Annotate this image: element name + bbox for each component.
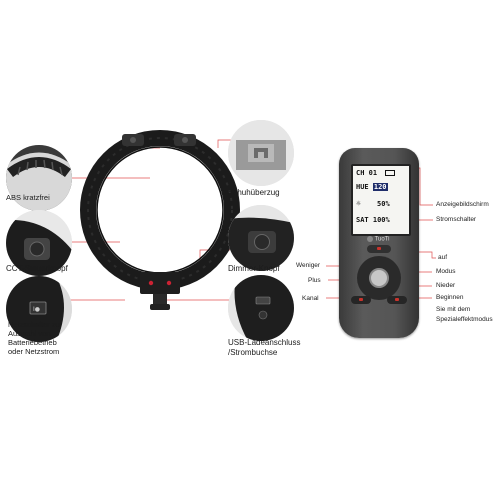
shoe-mount-thumbnail bbox=[228, 120, 294, 186]
label-netz-2: Auswahl von bbox=[8, 329, 51, 338]
svg-text:I●: I● bbox=[33, 306, 40, 313]
brand-logo: TuoTi bbox=[367, 236, 389, 243]
label-kanal: Kanal bbox=[302, 295, 319, 302]
label-abs: ABS kratzfrei bbox=[6, 193, 50, 202]
usb-port-thumbnail bbox=[228, 275, 294, 341]
label-effekt-2: Spezialeffektmodus bbox=[436, 316, 493, 323]
dpad bbox=[357, 256, 401, 300]
label-weniger: Weniger bbox=[296, 262, 321, 269]
label-strom: Stromschalter bbox=[436, 216, 477, 223]
label-plus: Plus bbox=[308, 277, 321, 284]
label-cct: CCT-Steuerknopf bbox=[6, 264, 68, 273]
dpad-up-button[interactable] bbox=[374, 258, 384, 268]
abs-texture-thumbnail bbox=[6, 145, 72, 211]
display-hue: HUE 120 bbox=[356, 183, 388, 191]
display-channel: CH 01 bbox=[356, 169, 396, 177]
sun-icon: ☼ bbox=[356, 199, 361, 208]
label-anzeige: Anzeigebildschirm bbox=[436, 201, 489, 208]
label-netz-4: oder Netzstrom bbox=[8, 347, 60, 356]
label-auf: auf bbox=[438, 254, 448, 261]
dpad-down-button[interactable] bbox=[374, 288, 384, 298]
label-netz-1: Netzschalter zur bbox=[8, 320, 63, 329]
label-netz-3: Batteriebetrieb bbox=[8, 338, 57, 347]
effect-button[interactable] bbox=[387, 296, 407, 304]
label-usb-2: /Strombuchse bbox=[228, 348, 278, 357]
power-switch-thumbnail: I● bbox=[6, 276, 72, 342]
label-dimmer: Dimmer-Knopf bbox=[228, 264, 280, 273]
remote-control: CH 01 HUE 120 ☼ 50% SAT 100% TuoTi bbox=[339, 148, 419, 338]
dpad-right-button[interactable] bbox=[389, 273, 399, 283]
label-schuh: Schuhüberzug bbox=[228, 188, 280, 197]
label-effekt-1: Sie mit dem bbox=[436, 306, 471, 313]
label-beginnen: Beginnen bbox=[436, 294, 464, 301]
ring-light bbox=[80, 130, 240, 310]
dimmer-knob-thumbnail bbox=[228, 205, 294, 271]
display-brightness: ☼ 50% bbox=[356, 199, 390, 208]
label-usb-1: USB-Ladeanschluss bbox=[228, 338, 301, 347]
channel-button[interactable] bbox=[351, 296, 371, 304]
label-modus: Modus bbox=[436, 268, 456, 275]
dpad-left-button[interactable] bbox=[359, 273, 369, 283]
label-nieder: Nieder bbox=[436, 282, 456, 289]
power-button[interactable] bbox=[367, 245, 391, 253]
dpad-center-button[interactable] bbox=[369, 268, 389, 288]
display-saturation: SAT 100% bbox=[356, 216, 390, 224]
cct-knob-thumbnail bbox=[6, 210, 72, 276]
remote-display: CH 01 HUE 120 ☼ 50% SAT 100% bbox=[351, 164, 411, 236]
